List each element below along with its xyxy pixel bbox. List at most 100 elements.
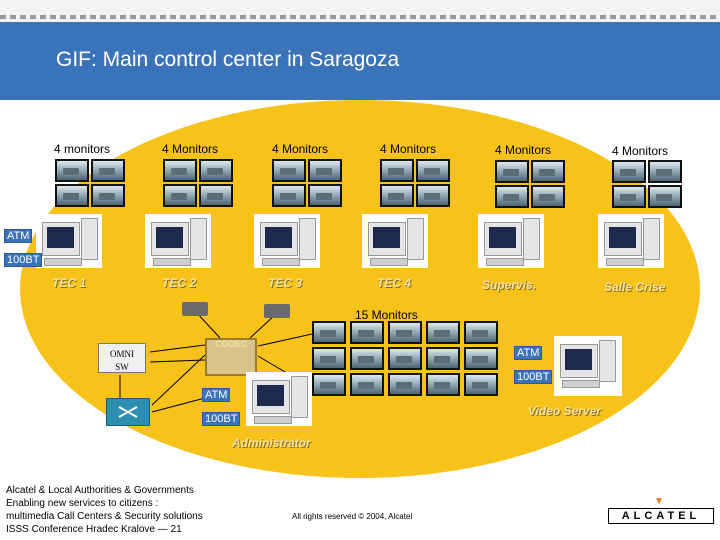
monitor-group-label: 4 Monitors [272,142,329,156]
monitor-group-label: 4 monitors [54,142,111,156]
video-server-label: Video Server [528,404,601,418]
monitor-group-1 [55,159,127,208]
monitor-icon [91,159,125,182]
link-camera2-codec [249,313,277,339]
footer-left-text: Alcatel & Local Authorities & Government… [6,485,203,535]
monitor-icon [308,184,342,207]
monitor-icon [648,160,682,183]
monitor-icon [426,347,460,370]
computer-icon [151,222,189,256]
footer-copyright: All rights reserved © 2004, Alcatel [292,512,413,521]
codec-device: CODEC [205,338,257,376]
monitor-group-label: 4 Monitors [495,143,552,157]
switch-label-line1: OMNI [110,349,134,359]
workstation-label: Supervis. [482,278,537,292]
computer-icon [260,222,298,256]
monitor-icon [55,184,89,207]
video-server [554,336,622,396]
link-router-codec [151,354,206,406]
monitor-group-3 [272,159,344,208]
camera-icon [182,302,208,316]
ethernet-tag: 100BT [4,253,43,267]
monitor-icon [91,184,125,207]
monitor-icon [648,185,682,208]
workstation-label: TEC 1 [52,276,87,290]
monitor-icon [199,159,233,182]
atm-tag: ATM [202,388,231,402]
monitor-icon [272,184,306,207]
workstation-label: Salle Crise [604,280,666,294]
monitor-group-label: 4 Monitors [612,144,669,158]
monitor-icon [612,160,646,183]
monitor-group-4 [380,159,452,208]
computer-icon [604,222,642,256]
monitor-icon [272,159,306,182]
monitor-icon [426,321,460,344]
computer-icon [42,222,80,256]
monitor-icon [380,184,414,207]
monitor-icon [416,184,450,207]
monitor-group-label: 4 Monitors [380,142,437,156]
omni-switch: OMNI SW [98,343,146,373]
monitor-icon [531,185,565,208]
computer-icon [252,380,290,414]
monitor-icon [426,373,460,396]
workstation-label: TEC 3 [268,276,303,290]
camera-icon [264,304,290,318]
monitor-icon [163,159,197,182]
ethernet-tag: 100BT [514,370,553,384]
monitor-icon [163,184,197,207]
workstation-tec3 [254,214,320,268]
monitor-icon [312,347,346,370]
monitor-icon [388,321,422,344]
monitor-icon [464,347,498,370]
monitor-icon [388,347,422,370]
link-switch-codec [149,344,206,353]
workstation-tec4 [362,214,428,268]
monitor-icon [312,321,346,344]
codec-label: CODEC [215,339,248,349]
workstation-administrator [246,372,312,426]
monitor-icon [55,159,89,182]
computer-icon [368,222,406,256]
top-dashed-line [0,15,720,19]
monitor-icon [312,373,346,396]
workstation-tec1 [36,214,102,268]
slide-title: GIF: Main control center in Saragoza [56,48,400,71]
monitor-group-6 [612,160,684,209]
monitor-icon [495,160,529,183]
monitor-icon [350,321,384,344]
workstation-salle-crise [598,214,664,268]
monitor-icon [380,159,414,182]
workstation-label: TEC 2 [162,276,197,290]
alcatel-logo: ALCATEL [608,508,714,524]
link-router-admin [151,397,206,413]
logo-arrow-icon: ▼ [654,496,664,507]
monitor-icon [416,159,450,182]
monitor-icon [350,373,384,396]
monitor-icon [199,184,233,207]
monitor-icon [388,373,422,396]
computer-icon [560,344,598,378]
workstation-tec2 [145,214,211,268]
atm-tag: ATM [514,346,543,360]
switch-label-line2: SW [115,362,129,372]
link-codec-wall [257,333,313,347]
monitor-icon [350,347,384,370]
link-camera-codec [195,311,221,339]
monitor-icon [531,160,565,183]
computer-icon [484,222,522,256]
monitor-group-5 [495,160,567,209]
atm-tag: ATM [4,229,33,243]
ethernet-tag: 100BT [202,412,241,426]
monitor-icon [612,185,646,208]
monitor-icon [464,321,498,344]
workstation-label: TEC 4 [377,276,412,290]
router-icon [106,398,150,426]
video-wall [312,321,502,397]
monitor-group-2 [163,159,235,208]
administrator-label: Administrator [232,436,311,450]
workstation-supervis [478,214,544,268]
title-bar [0,22,720,100]
